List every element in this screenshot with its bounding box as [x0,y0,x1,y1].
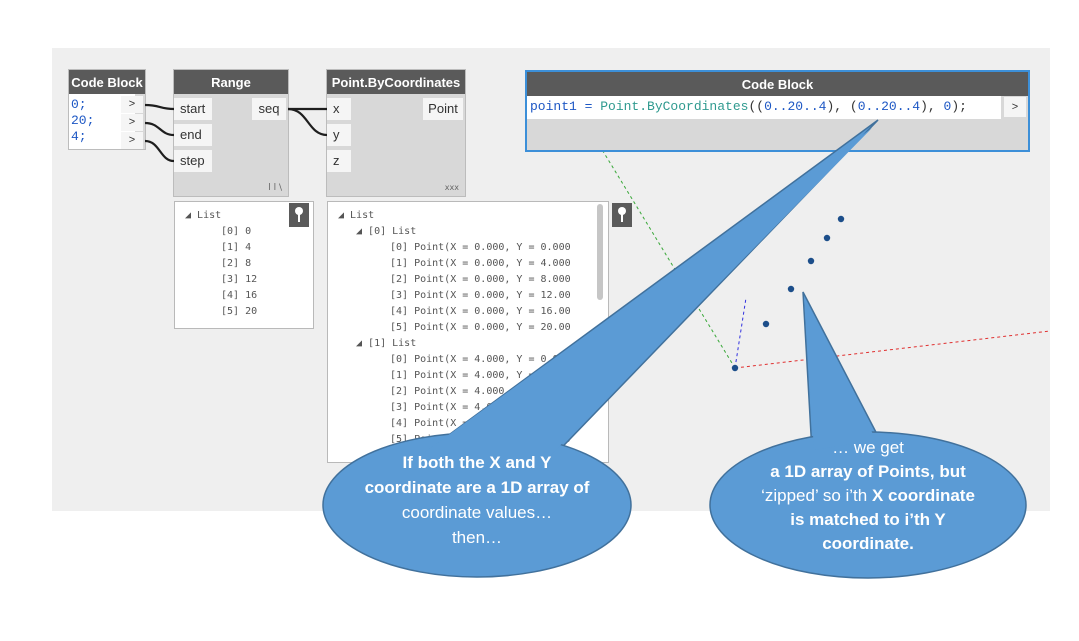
callout-right-line: is matched to i’th Y [790,510,946,529]
sublist-label: [0] List [368,226,417,237]
code-zero: 0 [943,99,952,114]
point-2 [787,285,795,293]
callout-left-line: coordinate are a 1D array of [364,478,590,497]
tree-root-label: List [197,210,222,221]
code-end: ); [951,99,967,114]
point-4 [823,234,831,242]
callout-right-line: coordinate. [822,534,914,553]
collapse-icon[interactable]: ◢ [356,226,369,237]
lacing-indicator[interactable]: l l \ [268,183,282,193]
input-port-z[interactable]: z [327,150,351,172]
collapse-icon[interactable]: ◢ [185,210,198,221]
range-node[interactable]: Range start end step seq l l \ [174,70,288,196]
list-item: [2] Point(X = 0.000, Y = 8.000 [390,274,571,285]
code-sep: ), ( [826,99,858,114]
geometry-preview [597,142,1050,372]
collapse-icon[interactable]: ◢ [356,338,369,349]
callout-left-line: then… [451,528,503,547]
node-title: Code Block [69,70,145,94]
output-port-seq[interactable]: seq [252,98,286,120]
pin-icon[interactable] [289,203,309,227]
list-item: [3] 12 [221,274,258,285]
callout-left-line: coordinate values… [401,503,553,522]
x-axis-line [734,330,1050,369]
list-item: [1] Point(X = 0.000, Y = 4.000 [390,258,571,269]
code-sep-2: ), [920,99,944,114]
code-function: Point.ByCoordinates [600,99,749,114]
code-editor[interactable]: point1 = Point.ByCoordinates((0..20..4),… [527,96,1001,119]
code-range-1: 0..20..4 [764,99,827,114]
code-line: point1 = Point.ByCoordinates((0..20..4),… [530,99,967,114]
sublist-label: [1] List [368,338,417,349]
code-line-0: 0; [71,97,87,112]
callout-right-line: a 1D array of Points, but [770,462,966,481]
callout-right-line: ‘zipped’ so i’th X coordinate [712,484,1024,508]
tree-root-label: List [350,210,375,221]
list-item: [1] 4 [221,242,252,253]
list-item: [0] Point(X = 0.000, Y = 0.000 [390,242,571,253]
callout-right-line: … we get [832,438,904,457]
callout-right-span: ‘zipped’ so i’th [761,486,872,505]
point-3 [807,257,815,265]
node-title: Code Block [527,72,1028,96]
output-port-point[interactable]: Point [423,98,463,120]
tree-root: ◢ List [338,208,374,224]
code-block-node-large[interactable]: Code Block point1 = Point.ByCoordinates(… [527,72,1028,150]
tree-sublist-0: ◢ [0] List [356,224,416,240]
node-title: Point.ByCoordinates [327,70,465,94]
output-port-2[interactable]: > [121,132,143,149]
input-port-y[interactable]: y [327,124,351,146]
code-paren: (( [748,99,765,114]
point-bycoordinates-node[interactable]: Point.ByCoordinates x y z Point xxx [327,70,465,196]
code-range-2: 0..20..4 [857,99,921,114]
list-item: [3] Point(X = 0.000, Y = 12.00 [390,290,571,301]
point-5 [837,215,845,223]
code-line-1: 20; [71,113,95,128]
code-block-node-small[interactable]: Code Block 0; 20; 4; > > > [69,70,145,149]
list-item: [5] 20 [221,306,258,317]
node-title: Range [174,70,288,94]
tree-sublist-1: ◢ [1] List [356,336,416,352]
scrollbar-thumb[interactable] [597,204,603,300]
pin-icon[interactable] [612,203,632,227]
output-port-0[interactable]: > [121,96,143,113]
list-item: [4] 16 [221,290,258,301]
callout-right-text: … we get a 1D array of Points, but ‘zipp… [712,436,1024,556]
point-0 [731,364,739,372]
lacing-indicator[interactable]: xxx [444,183,459,192]
input-port-end[interactable]: end [174,124,212,146]
code-line-2: 4; [71,129,87,144]
input-port-step[interactable]: step [174,150,212,172]
graph-canvas[interactable]: Code Block 0; 20; 4; > > > Range start e… [52,48,1050,511]
y-axis-line [597,142,736,369]
callout-right-span: X coordinate [871,486,975,505]
list-item: [0] 0 [221,226,252,237]
list-item: [4] Point(X = 0.000, Y = 16.00 [390,306,571,317]
list-item: [2] 8 [221,258,252,269]
output-port[interactable]: > [1004,97,1026,117]
collapse-icon[interactable]: ◢ [338,210,351,221]
list-item: [5] Point(X = 0.000, Y = 20.00 [390,322,571,333]
input-port-start[interactable]: start [174,98,212,120]
output-port-1[interactable]: > [121,114,143,131]
point-1 [762,320,770,328]
tree-root: ◢ List [185,208,221,224]
code-prefix: point1 = [530,99,601,114]
callout-left-line: If both the X and Y [402,453,552,472]
input-port-x[interactable]: x [327,98,351,120]
callout-left-text: If both the X and Y coordinate are a 1D … [330,450,624,550]
